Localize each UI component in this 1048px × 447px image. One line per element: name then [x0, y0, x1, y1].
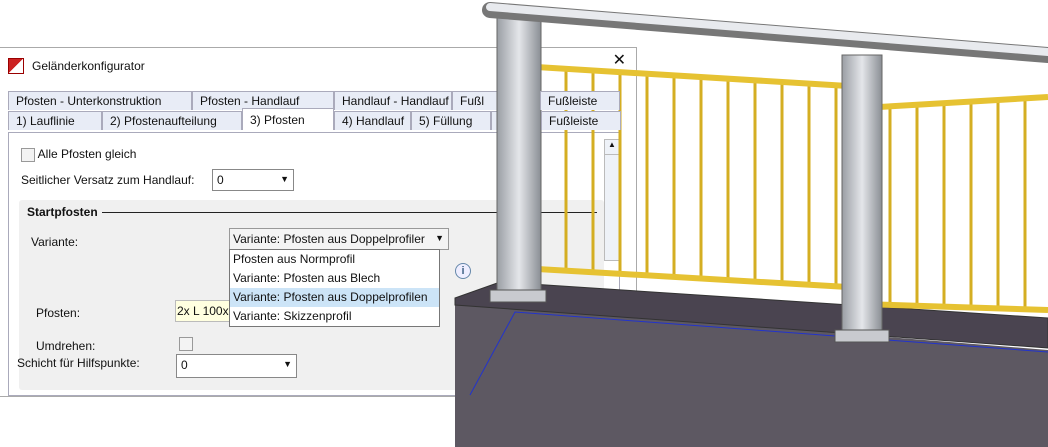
chevron-down-icon: ▼ [283, 359, 292, 369]
umdrehen-label: Umdrehen: [36, 339, 96, 353]
scroll-up-icon[interactable]: ▲ [605, 140, 619, 155]
yellow-bottom-rail [519, 265, 849, 290]
base-plate-2 [834, 329, 890, 343]
post-1 [496, 9, 542, 301]
pfosten-label: Pfosten: [36, 306, 81, 320]
umdrehen-checkbox[interactable] [179, 337, 193, 351]
variante-dropdown-list: Pfosten aus Normprofil Variante: Pfosten… [229, 249, 440, 327]
variante-select[interactable]: Variante: Pfosten aus Doppelprofiler▼ [229, 228, 449, 250]
option-blech[interactable]: Variante: Pfosten aus Blech [233, 271, 381, 285]
tab-pfostenaufteilung[interactable]: 2) Pfostenaufteilung [102, 111, 242, 130]
yellow-top-rail-2 [861, 94, 1048, 111]
option-normprofil[interactable]: Pfosten aus Normprofil [233, 252, 356, 266]
tab-pfosten[interactable]: 3) Pfosten [242, 108, 334, 130]
title-bar: Geländerkonfigurator ✕ [0, 48, 636, 84]
tab-lauflinie[interactable]: 1) Lauflinie [8, 111, 102, 130]
post-2 [841, 54, 883, 341]
tab-fussleiste-2[interactable]: Fußleiste [541, 111, 621, 130]
info-icon[interactable]: i [455, 263, 471, 279]
versatz-label: Seitlicher Versatz zum Handlauf: [21, 173, 195, 187]
schicht-label: Schicht für Hilfspunkte: [17, 356, 140, 370]
tab-handlauf-handlauf[interactable]: Handlauf - Handlauf [334, 91, 452, 110]
yellow-top-rail [519, 63, 849, 89]
tab-fuellung[interactable]: 5) Füllung [411, 111, 491, 130]
base-plate-1 [489, 289, 547, 303]
tab-pfosten-handlauf[interactable]: Pfosten - Handlauf [192, 91, 334, 110]
beam-top [454, 281, 1048, 349]
group-title: Startpfosten [23, 205, 102, 219]
option-doppelprofilen[interactable]: Variante: Pfosten aus Doppelprofilen [230, 288, 439, 307]
beam-front [455, 302, 1048, 447]
yellow-bottom-rail-2 [861, 301, 1048, 313]
versatz-select[interactable]: 0▼ [212, 169, 294, 191]
tab-handlauf[interactable]: 4) Handlauf [334, 111, 411, 130]
option-skizzenprofil[interactable]: Variante: Skizzenprofil [233, 309, 352, 323]
app-icon [8, 58, 24, 74]
alle-pfosten-label: Alle Pfosten gleich [37, 147, 137, 161]
variante-label: Variante: [31, 235, 79, 249]
close-button[interactable]: ✕ [612, 52, 626, 69]
tab-pfosten-unterkonstruktion[interactable]: Pfosten - Unterkonstruktion [8, 91, 192, 110]
pfosten-field[interactable]: 2x L 100x [175, 300, 230, 322]
alle-pfosten-checkbox[interactable]: Alle Pfosten gleich [21, 147, 136, 162]
window-title: Geländerkonfigurator [32, 59, 145, 73]
tab-fussleiste-1[interactable]: Fußleiste [540, 91, 620, 110]
infill-bars [564, 68, 1027, 310]
chevron-down-icon: ▼ [435, 233, 444, 243]
schicht-select[interactable]: 0▼ [176, 354, 297, 378]
chevron-down-icon: ▼ [280, 174, 289, 184]
